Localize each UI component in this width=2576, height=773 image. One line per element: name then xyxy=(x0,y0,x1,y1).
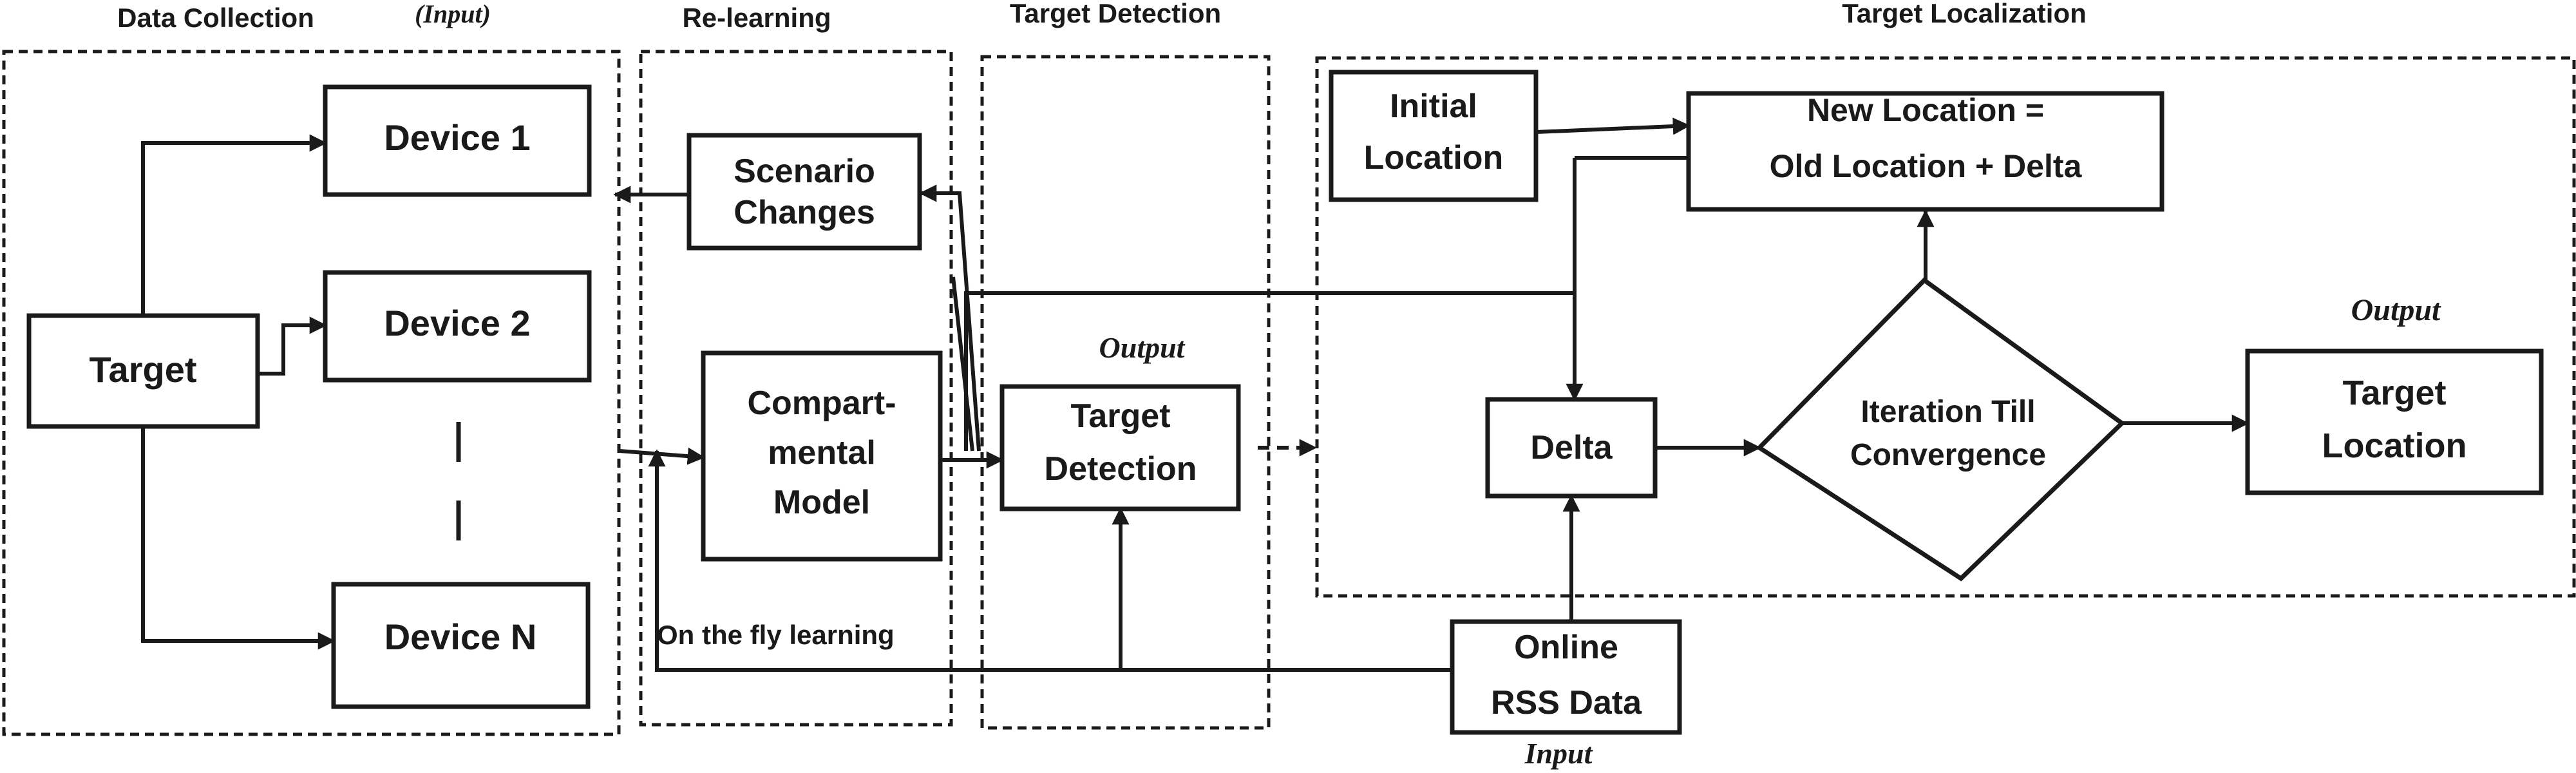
frame-target-localization xyxy=(1315,56,2576,598)
input-bottom-label: Input xyxy=(1524,737,1593,770)
initial-location-label-1: Initial xyxy=(1390,88,1477,125)
new-location-label-1: New Location = xyxy=(1807,92,2044,128)
target-location-box[interactable] xyxy=(2245,348,2544,495)
compartmental-model-label-3: Model xyxy=(773,484,870,521)
feedback-to-scenario-inner xyxy=(951,276,974,452)
arrow-target-to-device-2 xyxy=(258,316,327,376)
section-title-input: (Input) xyxy=(415,0,491,28)
arrow-target-to-device-n xyxy=(141,426,336,650)
target-location-label-1: Target xyxy=(2342,374,2446,412)
device-2-label: Device 2 xyxy=(384,303,530,343)
compartmental-model-label-1: Compart- xyxy=(747,385,896,422)
device-n-box[interactable] xyxy=(331,582,591,709)
delta-label: Delta xyxy=(1530,429,1613,466)
output-location-label: Output xyxy=(2351,293,2441,327)
frame-data-collection xyxy=(2,50,621,736)
device-n-label: Device N xyxy=(384,616,537,657)
iteration-diamond[interactable] xyxy=(1756,277,2126,582)
target-detection-label-2: Detection xyxy=(1045,450,1197,488)
on-the-fly-learning-label: On the fly learning xyxy=(657,620,895,650)
scenario-changes-label: Scenario xyxy=(734,153,875,190)
scenario-changes-box[interactable] xyxy=(687,133,922,251)
section-title-target-localization: Target Localization xyxy=(1842,0,2087,28)
device-2-box[interactable] xyxy=(323,270,592,383)
section-title-target-detection: Target Detection xyxy=(1010,0,1221,28)
target-box[interactable] xyxy=(26,313,260,429)
initial-location-box[interactable] xyxy=(1329,70,1539,202)
frame-target-detection xyxy=(980,55,1271,730)
delta-feedback-loop xyxy=(964,158,1577,451)
frame-relearning xyxy=(639,50,953,727)
new-location-label-2: Old Location + Delta xyxy=(1770,148,2083,184)
target-location-label-2: Location xyxy=(2322,426,2467,465)
new-location-box[interactable] xyxy=(1686,91,2164,212)
compartmental-model-label-2: mental xyxy=(768,434,876,472)
output-detection-label: Output xyxy=(1099,331,1186,364)
arrow-datacollection-to-compartmental xyxy=(619,447,705,465)
target-detection-box[interactable] xyxy=(999,384,1241,511)
feedback-to-scenario-outer xyxy=(919,184,981,452)
arrow-target-to-device-1 xyxy=(141,134,327,316)
online-rss-box[interactable] xyxy=(1450,619,1682,735)
section-title-relearning: Re-learning xyxy=(682,3,831,33)
section-title-data-collection: Data Collection xyxy=(117,3,314,33)
target-label: Target xyxy=(90,349,197,390)
online-rss-label-1: Online xyxy=(1514,629,1618,666)
scenario-changes-label-2: Changes xyxy=(734,194,875,231)
iteration-label-1: Iteration Till xyxy=(1861,395,2035,429)
rss-feedback-to-compartmental xyxy=(648,449,1452,672)
device-1-label: Device 1 xyxy=(384,117,530,158)
initial-location-label-2: Location xyxy=(1364,139,1504,177)
target-detection-label-1: Target xyxy=(1070,397,1170,435)
arrow-initial-to-newlocation xyxy=(1535,117,1690,135)
compartmental-model-box[interactable] xyxy=(701,350,943,562)
iteration-label-2: Convergence xyxy=(1850,438,2046,472)
online-rss-label-2: RSS Data xyxy=(1491,684,1642,721)
